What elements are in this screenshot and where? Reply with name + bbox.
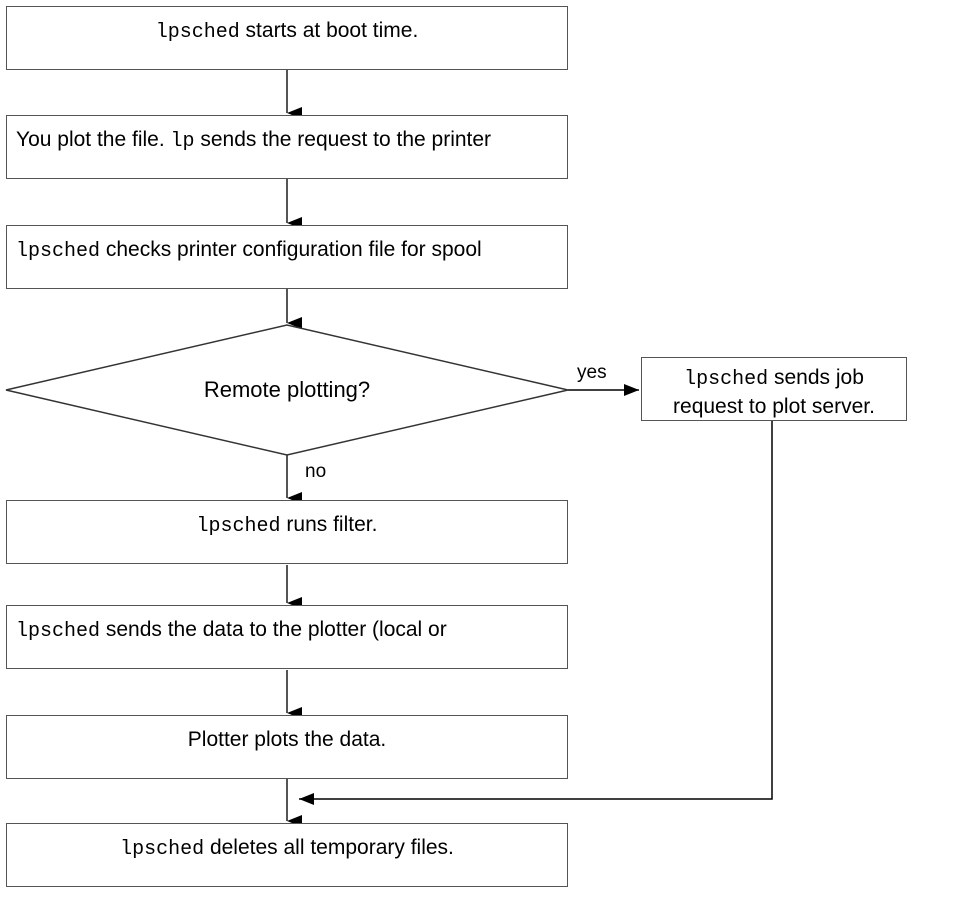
node-remote-plotting-decision[interactable]: Remote plotting? [6,325,568,455]
node-label-line2: request to plot server. [673,395,875,418]
node-you-plot-the-file[interactable]: You plot the file. lp sends the request … [6,115,568,179]
edge-label-yes: yes [577,362,607,383]
mono-lpsched: lpsched [120,838,205,861]
node-lpsched-checks-config[interactable]: lpsched checks printer configuration fil… [6,225,568,289]
node-label-prefix: You plot the file. [16,128,171,151]
node-label: lpsched starts at boot time. [7,18,567,46]
node-label-rest: deletes all temporary files. [204,836,454,859]
node-lpsched-starts-at-boot[interactable]: lpsched starts at boot time. [6,6,568,70]
node-label: Plotter plots the data. [187,728,387,751]
mono-lpsched: lpsched [684,368,769,391]
mono-lp: lp [170,130,195,153]
node-label-line1: lpsched sends job [642,364,906,393]
node-lpsched-runs-filter[interactable]: lpsched runs filter. [6,500,568,564]
mono-lpsched: lpsched [16,240,101,263]
mono-lpsched: lpsched [196,515,281,538]
node-label-rest: checks printer configuration file for sp… [100,238,482,261]
node-label-rest: sends the data to the plotter (local or [100,618,447,641]
node-label: lpsched runs filter. [7,512,567,540]
node-label-rest: runs filter. [280,513,378,536]
node-label: lpsched deletes all temporary files. [7,835,567,863]
node-label-rest: sends job [768,366,864,389]
node-label: lpsched checks printer configuration fil… [16,237,567,265]
mono-lpsched: lpsched [16,620,101,643]
node-plotter-plots-the-data[interactable]: Plotter plots the data. [6,715,568,779]
node-lpsched-deletes-temp-files[interactable]: lpsched deletes all temporary files. [6,823,568,887]
node-label-rest: sends the request to the printer [194,128,492,151]
edge-label-no: no [305,461,327,482]
node-label: lpsched sends the data to the plotter (l… [16,617,567,645]
node-lpsched-sends-data-to-plotter[interactable]: lpsched sends the data to the plotter (l… [6,605,568,669]
mono-lpsched: lpsched [155,21,240,44]
node-label: You plot the file. lp sends the request … [16,127,567,155]
node-label: Remote plotting? [203,377,371,402]
node-label-rest: starts at boot time. [239,19,419,42]
node-lpsched-sends-job-to-plot-server[interactable]: lpsched sends job request to plot server… [641,357,907,421]
